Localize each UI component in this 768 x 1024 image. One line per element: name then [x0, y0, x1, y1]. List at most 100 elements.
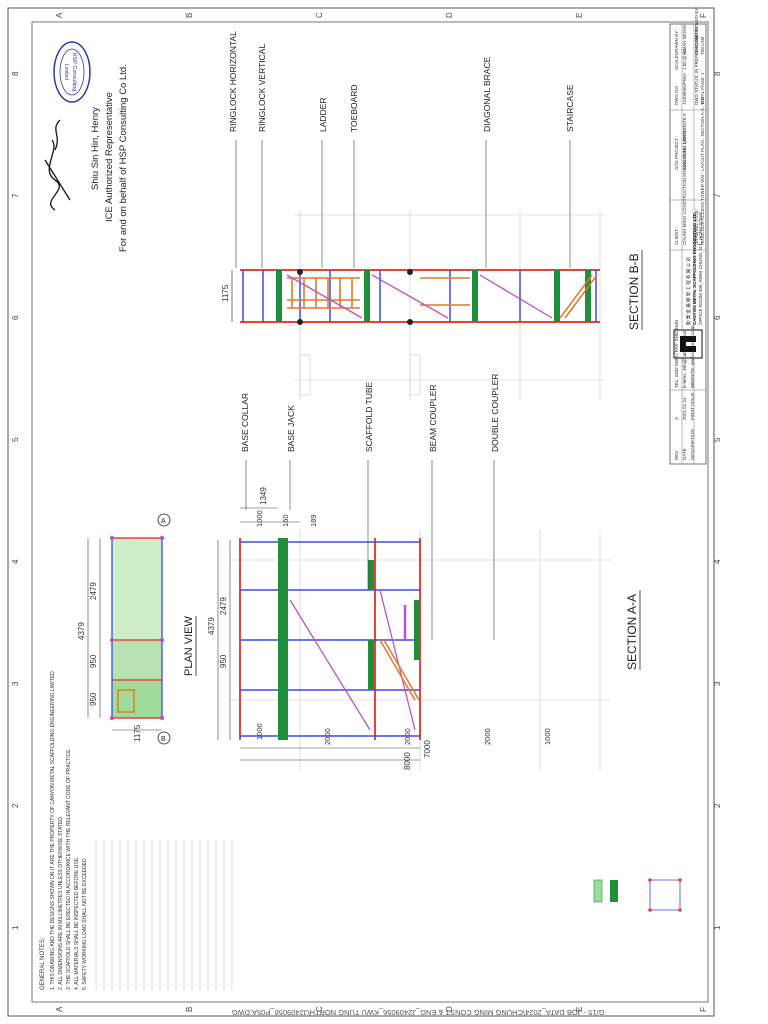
border-letter-e-b: E [575, 1007, 584, 1012]
notes-heading: GENERAL NOTES: [40, 937, 46, 990]
border-number-3-r: 3 [713, 681, 722, 686]
signature-block: Shiu Sin Hin, Henry ICE Authorized Repre… [90, 64, 129, 252]
tb-project: KWU TUNG NORTH SITE 6 [682, 113, 687, 170]
tb-office: OFFICE ROOM 405, KWAI CHUNG, N.T., HONG … [698, 211, 703, 325]
label-diagonal-brace: DIAGONAL BRACE [482, 56, 492, 132]
tb-rev-date: 2021.01.24 [682, 397, 687, 420]
tb-client: CHUNG MING CONSTRUCTION ENGINEERING LIMI… [682, 125, 687, 245]
section-marker-b: B [157, 731, 171, 745]
tb-scale: 1:60 @ A3 [682, 48, 687, 70]
signatory-name: Shiu Sin Hin, Henry [90, 107, 101, 190]
file-path: G/15 - JOB DATA_2024\CHUNG MING CONST & … [231, 1008, 604, 1017]
tb-rev-a: A [674, 417, 679, 420]
border-number-4-r: 4 [713, 559, 722, 564]
label-ringlock-vertical: RINGLOCK VERTICAL [257, 44, 267, 132]
tb-rev-desc: FIRST ISSUE [690, 392, 695, 420]
tb-scale-label: SCALE [674, 55, 679, 70]
border-number-3: 3 [11, 681, 20, 686]
dim-aa-1349: 1349 [259, 487, 268, 505]
dim-aa-2479: 2479 [219, 597, 228, 615]
tb-website: WEBSITE: www.canyonhk.com [690, 325, 695, 388]
tb-email: E-MAIL: info@canyonhk.com [682, 329, 687, 388]
marker-a-label: A [161, 518, 166, 525]
border-letter-b: B [185, 13, 194, 18]
border-number-5-r: 5 [713, 437, 722, 442]
tb-rev-header-desc: DESCRIPTION [690, 429, 695, 460]
tb-checked-by: TIM LAM [700, 36, 705, 55]
tb-checked-by-label: CHECKED BY : [694, 23, 699, 55]
border-number-6: 6 [11, 315, 20, 320]
border-number-1: 1 [11, 925, 20, 930]
dim-aa-8000: 8000 [403, 752, 412, 770]
tb-company-en: CANYON METAL SCAFFOLDING ENGINEERING LTD… [692, 212, 697, 325]
dim-aa-bottom-1: 1000 [255, 723, 264, 740]
dim-aa-bottom-2: 2000 [323, 728, 332, 745]
signature [44, 119, 71, 211]
tb-drawing-title-label: DRAWING TITLE : [694, 207, 699, 245]
border-number-8-r: 8 [713, 71, 722, 76]
border-number-7-r: 7 [713, 193, 722, 198]
company-stamp: HSP Consulting Limited [53, 41, 91, 103]
tb-approved-by-label: APPROVED BY : [694, 5, 699, 40]
tb-drawn-by: HIMAN WONG [682, 24, 687, 55]
dim-aa-bottom-4: 2000 [483, 728, 492, 745]
border-letter-d-b: D [445, 1006, 454, 1012]
border-letter-c-b: C [315, 1006, 324, 1012]
note-4: 4. ALL MATERIALS SHALL BE INSPECTED BEFO… [74, 857, 80, 990]
tb-company-cn: 勤 業 金 屬 棚 架 工 程 有 限 公 司 [685, 257, 692, 325]
border-number-7: 7 [11, 193, 20, 198]
label-double-coupler: DOUBLE COUPLER [490, 374, 500, 452]
border-numbers-right: 1 2 3 4 5 6 7 8 [713, 71, 722, 930]
dim-aa-bottom-5: 1000 [543, 728, 552, 745]
label-ringlock-horizontal: RINGLOCK HORIZONTAL [228, 31, 238, 132]
border-number-8: 8 [11, 71, 20, 76]
title-plan-view: PLAN VIEW [183, 615, 195, 676]
border-number-4: 4 [11, 559, 20, 564]
section-aa: 1349 1000 160 189 2479 4379 950 1000 200… [207, 374, 641, 770]
border-number-6-r: 6 [713, 315, 722, 320]
title-section-bb: SECTION B-B [627, 253, 641, 330]
border-frame [7, 7, 715, 1017]
section-bb: 1175 RINGLOCK HORIZONTAL RINGLOCK VERTIC… [221, 31, 643, 400]
stamp-company-bottom: Limited [63, 64, 69, 80]
border-letters-top: A B C D E F [55, 12, 708, 18]
marker-b-label: B [161, 736, 166, 743]
note-2: 2. ALL DIMENSIONS ARE IN MILLIMETRES UNL… [58, 816, 64, 990]
tb-status: DWG STATUS: IN PREPARATION [694, 36, 699, 105]
dim-plan-4379: 4379 [77, 622, 86, 640]
border-number-2: 2 [11, 803, 20, 808]
tb-rev-header-date: DATE [682, 448, 687, 460]
label-beam-coupler: BEAM COUPLER [428, 384, 438, 452]
dim-plan-2479: 2479 [89, 582, 98, 600]
border-letter-f: F [699, 13, 708, 18]
border-letter-f-b: F [699, 1007, 708, 1012]
border-number-1-r: 1 [713, 925, 722, 930]
note-1: 1. THIS DRAWING AND THE DESIGNS SHOWN ON… [50, 670, 56, 990]
tb-project-label: G/15 PROJECT : [674, 136, 679, 170]
dim-aa-bottom-3: 2000 [403, 728, 412, 745]
border-number-2-r: 2 [713, 803, 722, 808]
tb-total-pages: TOTAL PAGE: 1 [700, 72, 705, 105]
dim-aa-950: 950 [219, 654, 228, 668]
title-block: CLIENT : CHUNG MING CONSTRUCTION ENGINEE… [669, 5, 707, 465]
label-toeboard: TOEBOARD [349, 84, 359, 132]
tb-rev-header-rev: REV [674, 451, 679, 460]
dim-plan-950a: 950 [89, 654, 98, 668]
label-ladder: LADDER [318, 98, 328, 132]
note-5: 5. SAFETY WORKING LOAD SHALL NOT BE EXCE… [82, 857, 88, 990]
dim-aa-1000: 1000 [255, 510, 264, 527]
border-letter-e: E [575, 13, 584, 18]
tb-dwg-no: J2409056/P05A [682, 73, 687, 105]
signatory-role: ICE Authorized Representative [104, 92, 115, 222]
border-number-5: 5 [11, 437, 20, 442]
section-marker-a: A [157, 513, 171, 527]
dim-bb-height: 1175 [221, 284, 230, 302]
tb-dwg-no-label: DWG NO [674, 86, 679, 105]
stamp-company-top: HSP Consulting [71, 53, 77, 92]
tb-drawing-title: RINGLOCK ACCESS TOWER V03 - LAYOUT PLAN … [700, 97, 705, 245]
general-notes: GENERAL NOTES: 1. THIS DRAWING AND THE D… [40, 670, 682, 990]
company-logo [673, 329, 703, 359]
label-staircase: STAIRCASE [565, 84, 575, 132]
border-letters-bottom: A B C D E F [55, 1006, 708, 1012]
